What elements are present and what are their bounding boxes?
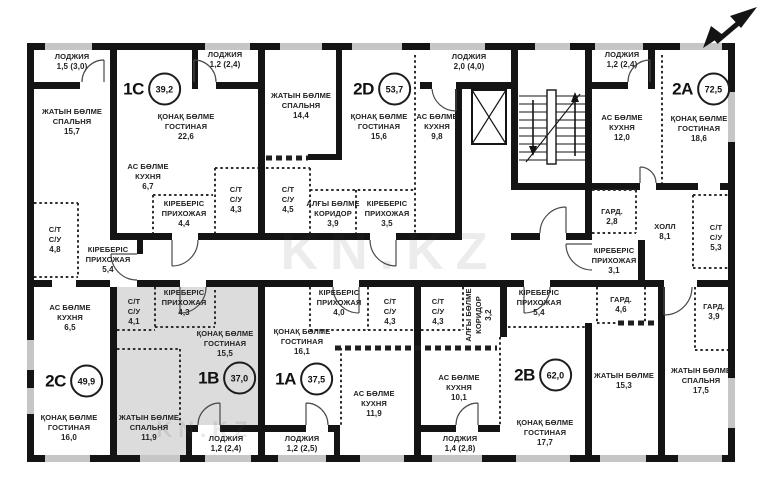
unit-badge-2a: 2A 72,5 (672, 72, 730, 106)
stairs-icon (519, 89, 585, 165)
unit-area-circle: 37,5 (299, 362, 333, 396)
watermark: KN.KZ (280, 223, 500, 281)
unit-code: 2B (514, 365, 535, 384)
unit-code: 1A (275, 369, 296, 388)
unit-code: 1B (198, 368, 219, 387)
elevator-icon (471, 89, 507, 145)
unit-1b-highlight (112, 287, 260, 455)
watermark-small: KN.KZ (156, 417, 254, 442)
unit-badge-2b: 2B 62,0 (514, 358, 572, 392)
north-arrow-icon (703, 7, 757, 48)
unit-badge-1c: 1C 39,2 (123, 72, 181, 106)
unit-badge-1a: 1A 37,5 (275, 362, 333, 396)
room-label-wardrobe-2a-top: ГАРД.2,8 (601, 206, 623, 226)
dotted-partitions (34, 55, 728, 425)
unit-badge-2d: 2D 53,7 (353, 72, 411, 106)
unit-area-circle: 72,5 (696, 72, 730, 106)
unit-code: 1C (123, 79, 144, 98)
unit-area-circle: 49,9 (69, 364, 103, 398)
unit-code: 2C (45, 371, 66, 390)
unit-area-circle: 62,0 (538, 358, 572, 392)
unit-code: 2D (353, 79, 374, 98)
unit-badge-1b: 1B 37,0 (198, 361, 256, 395)
unit-badge-2c: 2C 49,9 (45, 364, 103, 398)
unit-area-circle: 39,2 (147, 72, 181, 106)
room-label-wardrobe-2b: ГАРД.4,6 (610, 294, 632, 314)
door-arcs (81, 59, 693, 426)
unit-area-circle: 37,0 (222, 361, 256, 395)
dashed-shaft-walls (266, 155, 658, 351)
unit-area-circle: 53,7 (377, 72, 411, 106)
room-label-wardrobe-2a-bottom: ГАРД.3,9 (703, 301, 725, 321)
unit-code: 2A (672, 79, 693, 98)
windows (27, 43, 735, 462)
